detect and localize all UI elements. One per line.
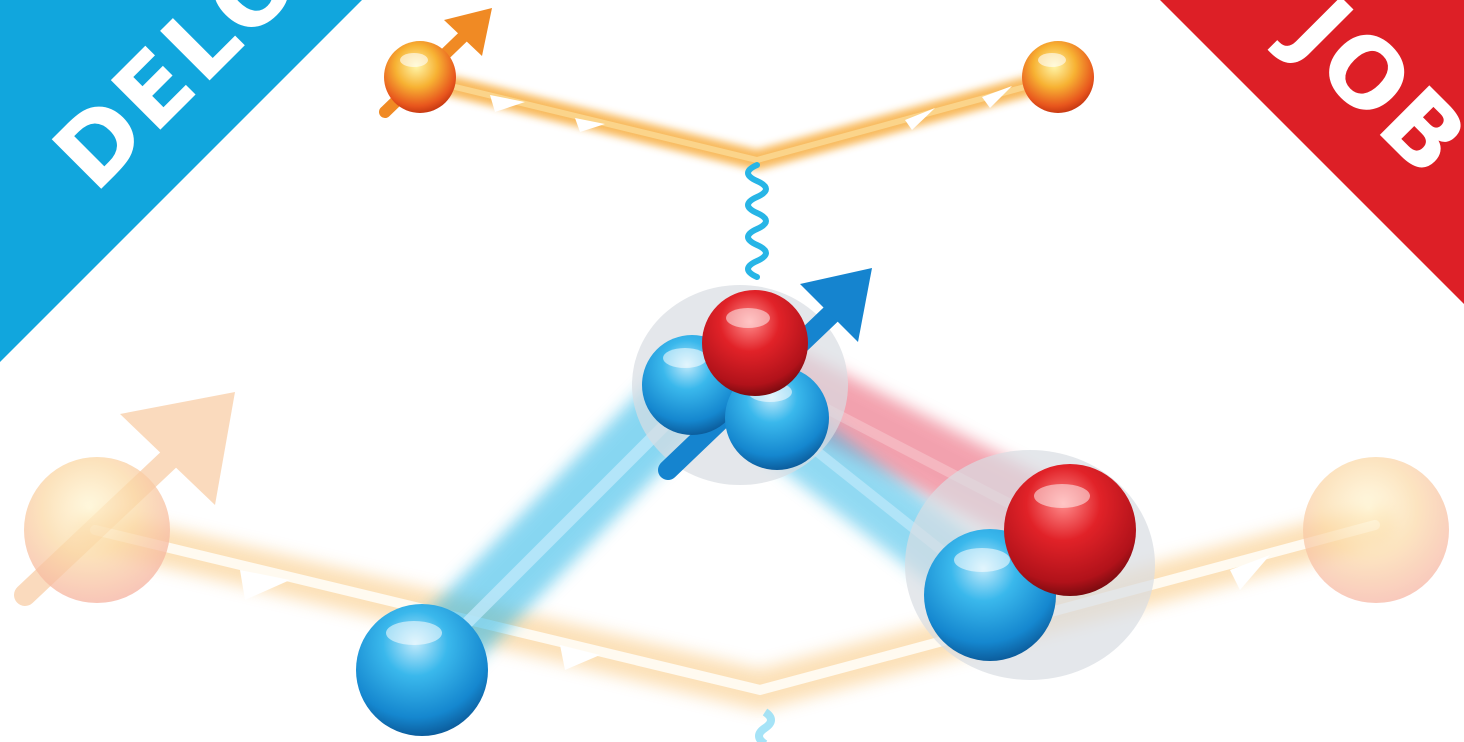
beam-chevron	[240, 570, 290, 600]
beam-chevron	[1230, 555, 1270, 590]
beam-chevron	[575, 118, 605, 132]
deuteron-proton	[1004, 464, 1136, 596]
upper-electron-beam	[408, 68, 1068, 171]
proton	[702, 290, 808, 396]
beam-chevron	[490, 95, 525, 112]
left-banner: DELO	[0, 0, 362, 362]
beam-chevron	[905, 108, 935, 130]
outgoing-electron-faint	[1303, 457, 1449, 603]
right-banner-shape	[1160, 0, 1464, 304]
left-banner-shape	[0, 0, 362, 362]
beam-chevron	[982, 86, 1012, 108]
lower-electron-beam	[75, 505, 1395, 711]
lower-photon-wave	[755, 708, 775, 742]
virtual-photon-wave	[745, 162, 769, 280]
scattered-electron	[1022, 41, 1094, 113]
beam-chevron	[560, 645, 600, 670]
incoming-electron-faint	[24, 457, 170, 603]
incoming-electron	[384, 41, 456, 113]
right-banner: JOB	[1160, 0, 1464, 304]
